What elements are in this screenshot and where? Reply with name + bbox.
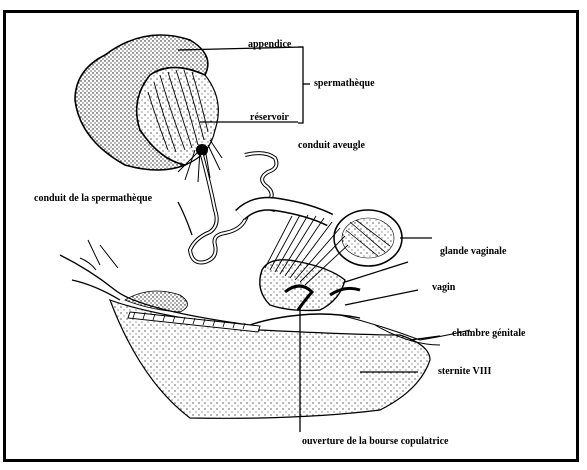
label-appendice: appendice: [248, 39, 291, 51]
label-reservoir: réservoir: [250, 112, 289, 124]
label-spermatheque: spermathèque: [314, 78, 375, 90]
label-sternite: sternite VIII: [438, 366, 491, 378]
label-ouverture: ouverture de la bourse copulatrice: [302, 436, 448, 448]
label-vagin: vagin: [432, 282, 455, 294]
label-conduit-spermatheque: conduit de la spermathèque: [34, 193, 152, 205]
label-chambre-genitale: chambre génitale: [452, 328, 525, 340]
membrane-branch: [80, 240, 118, 270]
label-glande-vaginale: glande vaginale: [440, 246, 506, 258]
label-conduit-aveugle: conduit aveugle: [298, 140, 365, 152]
duct-origin: [196, 144, 208, 156]
